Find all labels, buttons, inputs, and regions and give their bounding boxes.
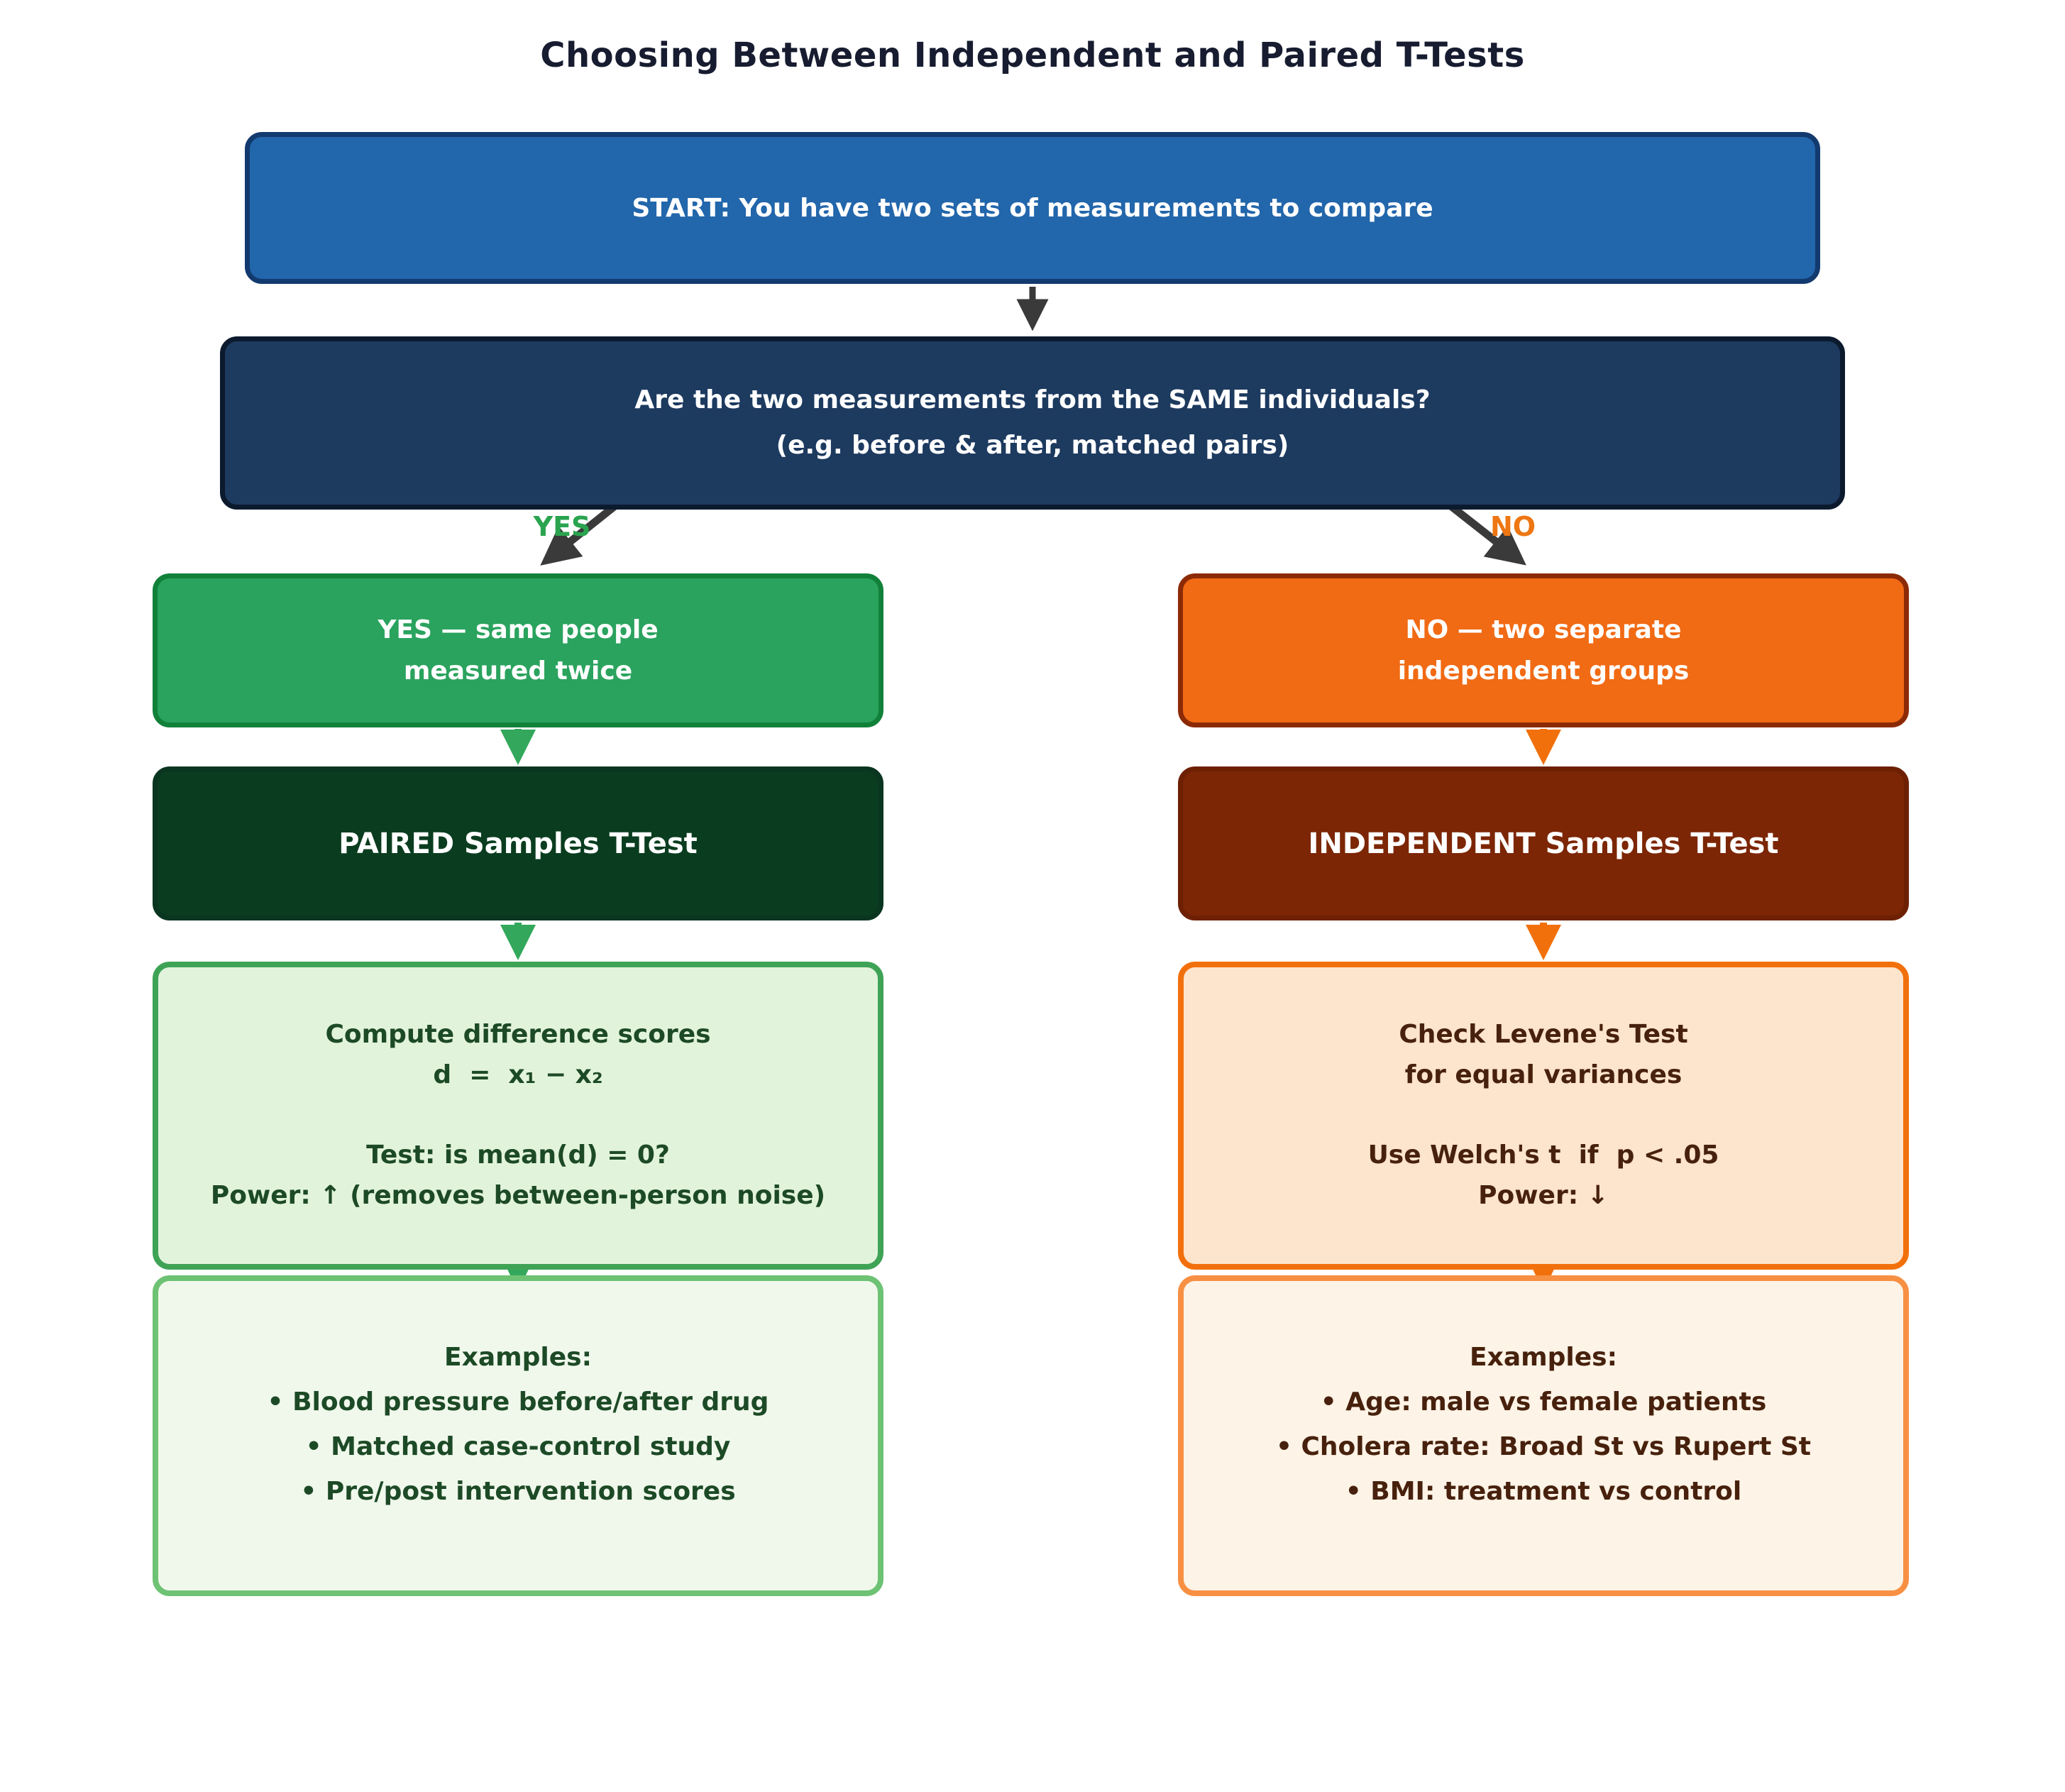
no-branch-line-1: NO — two separate xyxy=(1405,615,1682,644)
no-branch-line-2: independent groups xyxy=(1397,656,1690,686)
yes-branch-line-2: measured twice xyxy=(403,656,633,686)
independent-detail-node: Check Levene's Test for equal variances … xyxy=(1178,962,1909,1270)
independent-detail-line: Power: ↓ xyxy=(1478,1180,1609,1210)
paired-example-item: • Pre/post intervention scores xyxy=(300,1477,736,1506)
edge-label-yes: YES xyxy=(533,511,591,542)
yes-branch-node: YES — same people measured twice xyxy=(153,573,883,727)
independent-detail-line: Use Welch's t if p < .05 xyxy=(1367,1140,1719,1170)
paired-example-item: • Matched case-control study xyxy=(305,1432,731,1461)
independent-example-item: • Age: male vs female patients xyxy=(1320,1387,1767,1417)
independent-example-item: • Cholera rate: Broad St vs Rupert St xyxy=(1275,1432,1812,1461)
paired-detail-line: Test: is mean(d) = 0? xyxy=(366,1140,670,1170)
independent-example-item: • BMI: treatment vs control xyxy=(1345,1477,1742,1506)
independent-examples-heading: Examples: xyxy=(1470,1343,1617,1372)
start-node-text: START: You have two sets of measurements… xyxy=(632,193,1433,223)
independent-detail-group-1: Check Levene's Test for equal variances xyxy=(1399,1015,1687,1096)
independent-detail-line: for equal variances xyxy=(1404,1060,1683,1090)
diagram-title: Choosing Between Independent and Paired … xyxy=(540,35,1525,75)
edge-label-no: NO xyxy=(1489,511,1536,542)
independent-detail-line: Check Levene's Test xyxy=(1399,1020,1688,1050)
start-node: START: You have two sets of measurements… xyxy=(245,132,1820,284)
paired-detail-line: Compute difference scores xyxy=(325,1020,711,1050)
independent-ttest-node: INDEPENDENT Samples T-Test xyxy=(1178,766,1909,920)
paired-detail-group-2: Test: is mean(d) = 0? Power: ↑ (removes … xyxy=(211,1136,825,1216)
paired-detail-formula: d = x₁ − x₂ xyxy=(433,1060,603,1090)
paired-examples-node: Examples: • Blood pressure before/after … xyxy=(153,1275,883,1596)
paired-detail-line: Power: ↑ (removes between-person noise) xyxy=(210,1180,826,1210)
question-line-1: Are the two measurements from the SAME i… xyxy=(634,385,1431,414)
paired-ttest-node: PAIRED Samples T-Test xyxy=(153,766,883,920)
paired-example-item: • Blood pressure before/after drug xyxy=(267,1387,769,1417)
independent-examples-node: Examples: • Age: male vs female patients… xyxy=(1178,1275,1909,1596)
independent-ttest-text: INDEPENDENT Samples T-Test xyxy=(1308,827,1779,860)
paired-examples-heading: Examples: xyxy=(444,1343,592,1372)
independent-detail-group-2: Use Welch's t if p < .05 Power: ↓ xyxy=(1368,1136,1719,1216)
paired-detail-node: Compute difference scores d = x₁ − x₂ Te… xyxy=(153,962,883,1270)
question-line-2: (e.g. before & after, matched pairs) xyxy=(776,431,1289,460)
no-branch-node: NO — two separate independent groups xyxy=(1178,573,1909,727)
yes-branch-line-1: YES — same people xyxy=(378,615,659,644)
question-node: Are the two measurements from the SAME i… xyxy=(220,336,1845,510)
paired-detail-group-1: Compute difference scores d = x₁ − x₂ xyxy=(325,1015,710,1096)
paired-ttest-text: PAIRED Samples T-Test xyxy=(338,827,698,860)
